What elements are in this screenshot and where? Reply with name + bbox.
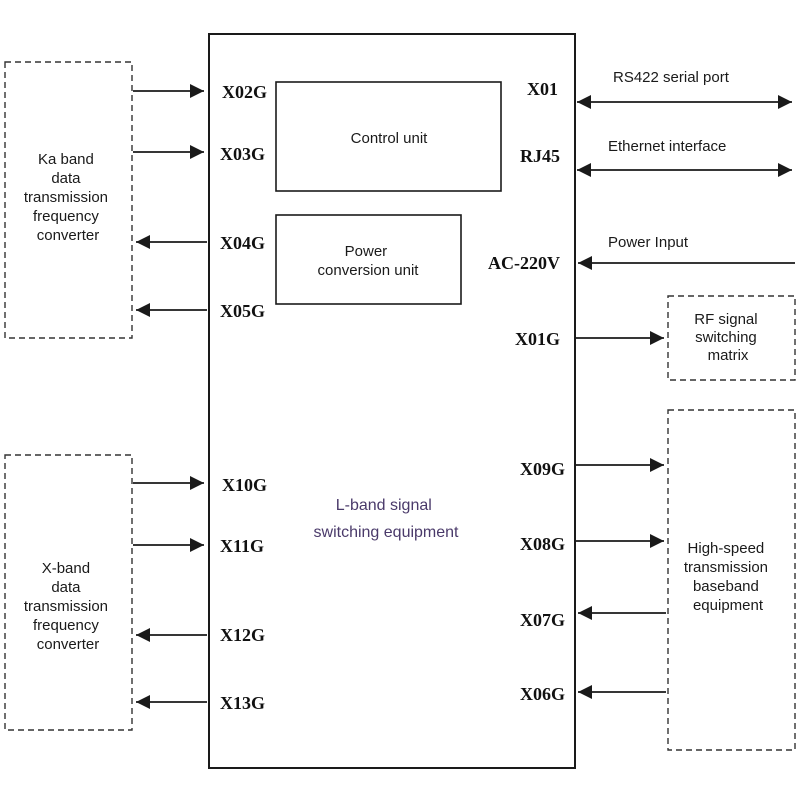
interface-label-ethernet: Ethernet interface <box>608 138 726 155</box>
power-conversion-unit-label: Power conversion unit <box>318 243 420 279</box>
port-label-x04g: X04G <box>220 233 265 253</box>
port-label-x12g: X12G <box>220 625 265 645</box>
port-label-x10g: X10G <box>222 475 267 495</box>
port-label-x03g: X03G <box>220 144 265 164</box>
ka-band-converter-label: Ka band data transmission frequency conv… <box>24 151 112 244</box>
port-label-rj45: RJ45 <box>520 146 560 166</box>
port-label-x05g: X05G <box>220 301 265 321</box>
ka-band-converter-box <box>4 61 133 339</box>
port-label-x02g: X02G <box>222 82 267 102</box>
x-band-converter-label: X-band data transmission frequency conve… <box>24 560 112 653</box>
main-equipment-block <box>208 33 576 769</box>
port-label-x08g: X08G <box>520 534 565 554</box>
main-equipment-label: L-band signal switching equipment <box>314 497 460 541</box>
control-unit-label: Control unit <box>351 130 429 147</box>
baseband-equipment-box <box>667 409 796 751</box>
rf-switching-matrix-label: RF signal switching matrix <box>694 311 762 364</box>
port-label-x01g: X01G <box>515 329 560 349</box>
rf-switching-matrix-box <box>667 295 796 381</box>
interface-label-rs422: RS422 serial port <box>613 69 730 86</box>
control-unit-box <box>275 81 502 192</box>
baseband-equipment-label: High-speed transmission baseband equipme… <box>684 540 772 614</box>
interface-label-power-input: Power Input <box>608 234 689 251</box>
x-band-converter-box <box>4 454 133 731</box>
power-conversion-unit-box <box>275 214 462 305</box>
port-label-x13g: X13G <box>220 693 265 713</box>
port-label-x09g: X09G <box>520 459 565 479</box>
port-label-x01: X01 <box>527 79 558 99</box>
port-label-ac220v: AC-220V <box>488 253 560 273</box>
port-label-x11g: X11G <box>220 536 264 556</box>
port-label-x06g: X06G <box>520 684 565 704</box>
port-label-x07g: X07G <box>520 610 565 630</box>
